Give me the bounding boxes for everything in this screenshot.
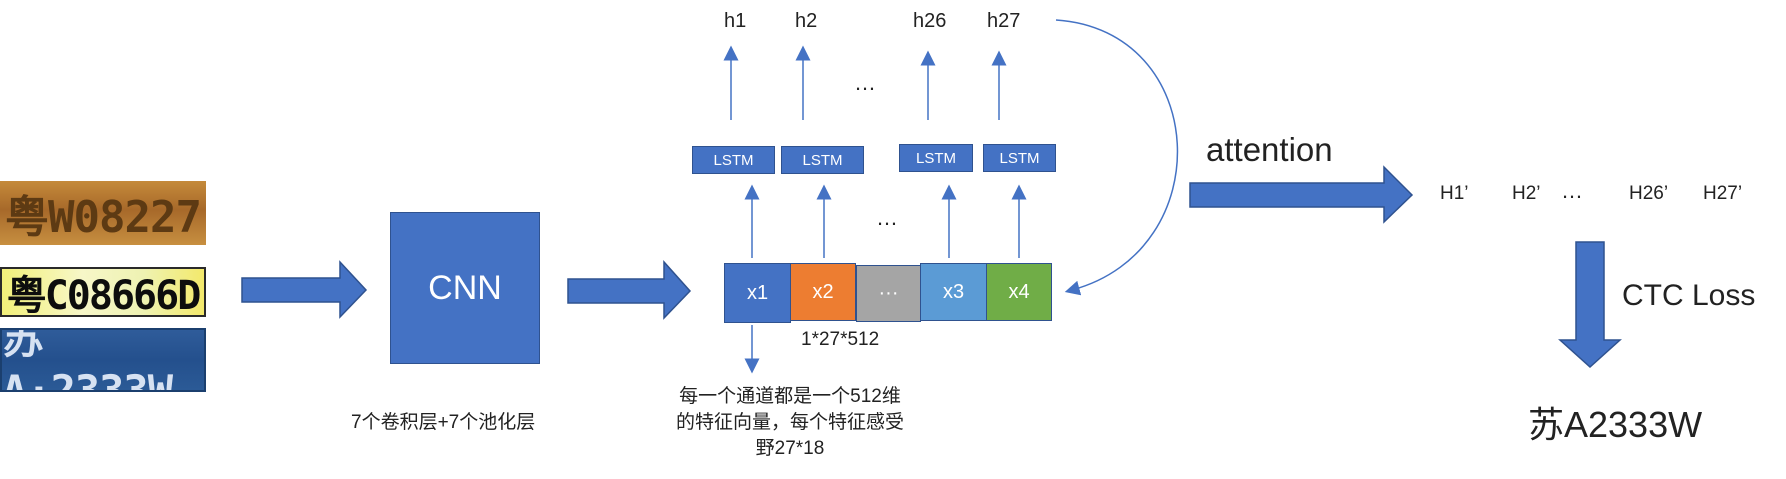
lstm-cell-2: LSTM [781, 146, 864, 174]
arrow-feedback-curve [1055, 19, 1179, 296]
sequence-label-x1: x1 [746, 281, 769, 304]
sequence-shape: 1*27*512 [801, 329, 880, 350]
output-label-h26: H26’ [1629, 183, 1669, 204]
sequence-label-x2: x2 [812, 280, 834, 303]
cnn-label: CNN [428, 268, 502, 307]
lstm-cell-3: LSTM [899, 144, 973, 172]
arrow-plates-to-cnn [241, 260, 368, 319]
hidden-label-h27: h27 [987, 10, 1021, 32]
output-label-h2: H2’ [1512, 183, 1541, 204]
cnn-block: CNN [390, 212, 540, 364]
hidden-label-h26: h26 [913, 10, 947, 32]
ellipsis-top: … [854, 70, 877, 95]
sequence-caption-line-3: 野27*18 [755, 438, 825, 459]
output-ellipsis: … [1561, 178, 1583, 203]
sequence-caption: 每一个通道都是一个512维 的特征向量，每个特征感受 野27*18 [640, 384, 940, 462]
sequence-label-x4: x4 [1008, 280, 1030, 303]
sequence-cell-x3: x3 [920, 263, 987, 321]
sequence-label-ellipsis: ··· [878, 282, 899, 304]
plate-text-1: 粤W08227 [5, 192, 202, 243]
plate-image-3: 苏A·2333W [0, 328, 206, 392]
plate-image-1: 粤W08227 [0, 181, 206, 245]
arrow-cnn-to-sequence [567, 260, 692, 320]
output-label-h1: H1’ [1440, 183, 1469, 204]
arrow-ctc-down [1558, 241, 1622, 369]
cnn-caption: 7个卷积层+7个池化层 [351, 412, 536, 433]
recognition-result: 苏A2333W [1528, 404, 1703, 445]
sequence-label-x3: x3 [942, 280, 965, 303]
hidden-label-h1: h1 [724, 10, 747, 32]
arrow-attention [1189, 165, 1414, 224]
ctc-loss-label: CTC Loss [1622, 279, 1756, 312]
output-label-h27: H27’ [1703, 183, 1743, 204]
plate-image-2: 粤C08666D [0, 267, 206, 317]
hidden-label-h2: h2 [795, 10, 818, 32]
sequence-caption-line-2: 的特征向量，每个特征感受 [675, 412, 904, 433]
sequence-cell-x2: x2 [790, 263, 856, 321]
sequence-cell-ellipsis: ··· [856, 265, 921, 322]
sequence-caption-line-1: 每一个通道都是一个512维 [679, 386, 901, 407]
lstm-cell-1: LSTM [692, 146, 775, 174]
plate-text-2: 粤C08666D [6, 273, 202, 317]
sequence-cell-x1: x1 [724, 263, 791, 323]
sequence-cell-x4: x4 [986, 263, 1052, 321]
plate-text-3: 苏A·2333W [2, 328, 173, 392]
attention-label: attention [1206, 131, 1333, 168]
ellipsis-middle: … [876, 205, 899, 230]
lstm-cell-4: LSTM [983, 144, 1056, 172]
